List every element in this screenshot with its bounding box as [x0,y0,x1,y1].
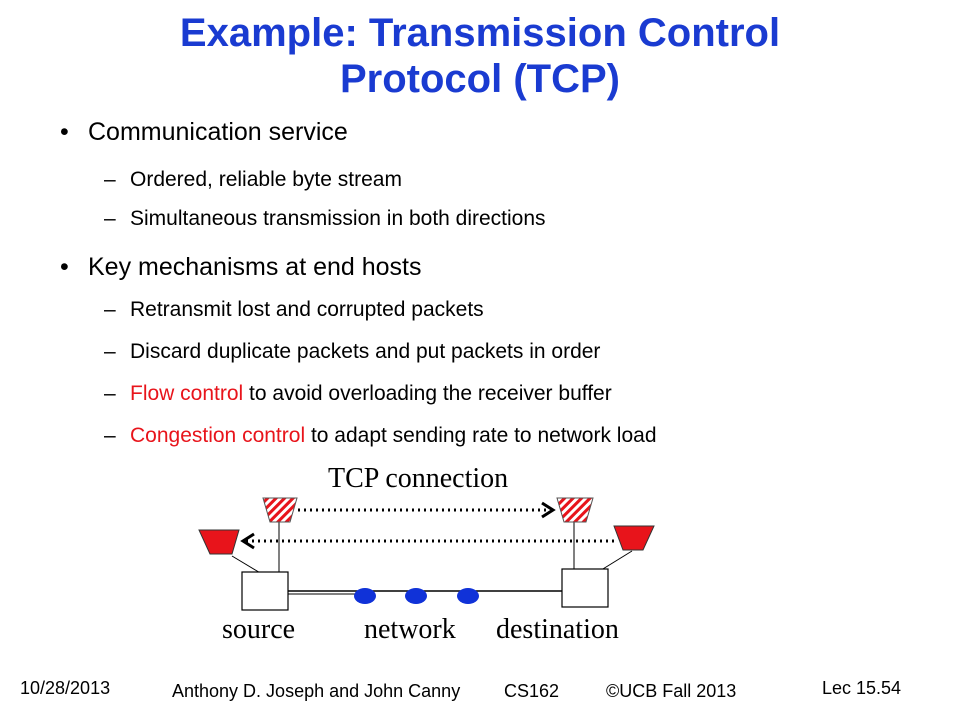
highlight-congestion-control: Congestion control [130,424,306,447]
network-node [457,588,479,604]
footer-date: 10/28/2013 [20,678,111,698]
network-label: network [364,614,456,645]
dash-icon: – [104,168,116,191]
source-label: source [222,614,296,645]
tcp-connection-label: TCP connection [328,463,509,494]
footer-authors: Anthony D. Joseph and John Canny [172,681,461,701]
bullet-dot-icon: • [60,118,69,146]
bullet-label: Key mechanisms at end hosts [88,253,422,281]
arrow-right-icon [541,501,556,519]
destination-host-box [561,568,609,608]
source-socket-hatched-icon [262,497,298,523]
bullet-dot-icon: • [60,253,69,281]
footer-lecture: Lec 15.54 [822,678,902,698]
sub-bullet-text: Discard duplicate packets and put packet… [130,340,601,363]
bullet-label: Communication service [88,118,348,146]
dash-icon: – [104,340,116,363]
network-node [354,588,376,604]
sub-bullet-text: Ordered, reliable byte stream [130,168,402,191]
highlight-flow-control: Flow control [130,382,244,405]
bullet-list: • Communication service – Ordered, relia… [60,118,657,447]
arrow-left-icon [240,532,255,550]
sub-bullet-text: Simultaneous transmission in both direct… [130,207,546,230]
source-host-box [241,571,289,611]
source-socket-solid-icon [198,529,240,555]
slide-title-line1: Example: Transmission Control [179,11,781,55]
dash-icon: – [104,298,116,321]
network-node [405,588,427,604]
sub-bullet-text: to adapt sending rate to network load [305,424,657,447]
slide-title-line2: Protocol (TCP) [340,57,620,101]
destination-socket-hatched-icon [556,497,594,523]
dash-icon: – [104,424,116,447]
destination-label: destination [496,614,619,645]
footer-copyright: ©UCB Fall 2013 [606,681,737,701]
destination-socket-solid-icon [613,525,655,551]
dash-icon: – [104,207,116,230]
dash-icon: – [104,382,116,405]
footer-course: CS162 [504,681,560,701]
slide-title: Example: Transmission Control Protocol (… [0,10,960,102]
sub-bullet-text: to avoid overloading the receiver buffer [243,382,612,405]
sub-bullet-text: Retransmit lost and corrupted packets [130,298,484,321]
connector-line [231,555,263,575]
